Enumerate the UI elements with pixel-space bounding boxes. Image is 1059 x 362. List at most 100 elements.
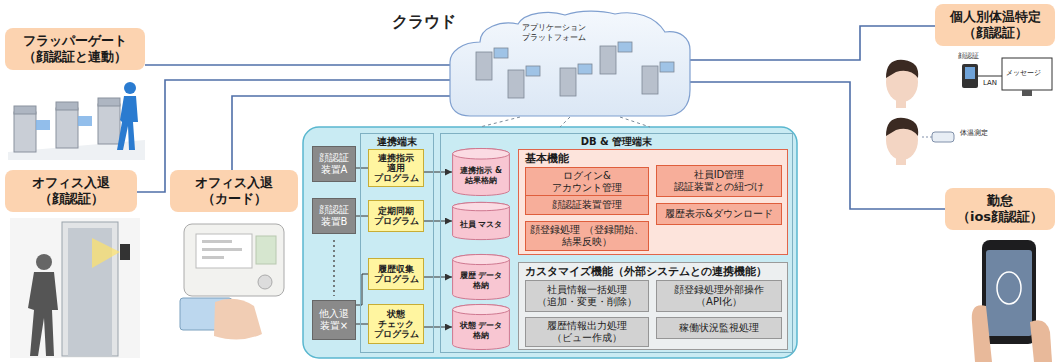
custom-function-box: 履歴情報出力処理 （ビュー作成）: [525, 317, 649, 347]
illustration-label: 体温測定: [960, 129, 988, 137]
person-head: [36, 254, 52, 270]
gate-top: [98, 98, 120, 106]
continuation-dots: [333, 240, 335, 296]
face-device-screen: [965, 67, 975, 79]
custom-function-box: 顔登録処理外部操作 （API化）: [656, 280, 782, 312]
category-label: オフィス入退 （カード）: [170, 170, 298, 212]
dashed-link: [620, 117, 650, 127]
database-cylinder: 連携指示 & 結果格納: [452, 148, 510, 196]
program-box: 定期同期 プログラム: [368, 200, 424, 232]
thermometer: [932, 132, 954, 142]
cylinder-outline: [453, 304, 510, 349]
cylinder-outline: [453, 254, 510, 264]
reader-body: [184, 224, 284, 296]
illustration-label: メッセージ: [1006, 69, 1041, 77]
node-text: 状態 データ 格納: [454, 321, 508, 340]
node-text: フラッパーゲート （顔認証と連動）: [9, 33, 141, 64]
node-text: ログイン&アカウント管理: [529, 170, 645, 194]
node-text: 顔登録処理外部操作 （API化）: [660, 284, 778, 308]
function-group: カスタマイズ機能（外部システムとの連携機能）社員情報一括処理 （追加・変更・削除…: [518, 262, 788, 350]
node-text: 社員 マスタ: [460, 220, 503, 230]
hand: [214, 299, 262, 340]
cylinder-outline: [453, 304, 510, 314]
server: [476, 52, 492, 80]
custom-function-box: 社員情報一括処理 （追加・変更・削除）: [525, 280, 649, 312]
node-text: 顔認証装置管理: [552, 199, 622, 211]
illustration-label: LAN: [983, 79, 997, 87]
screen-line: [202, 240, 232, 243]
flapper-gate-illustration: [8, 82, 145, 160]
phone-body: [982, 240, 1036, 344]
node-text: 連携指示 適用 プログラム: [371, 153, 421, 184]
node-text: 社員ID管理 認証装置との紐づけ: [660, 169, 778, 193]
cloud-heading: クラウド: [392, 12, 456, 31]
temperature-illustration: [886, 58, 1052, 165]
node-text: 顔認証 装置A: [315, 152, 353, 176]
category-label: 個人別体温特定 （顔認証）: [935, 4, 1055, 46]
card-reader-illustration: [180, 224, 284, 340]
face-reader: [120, 244, 130, 260]
node-text: オフィス入退 （顔認証）: [9, 175, 133, 206]
function-box: 顔登録処理 （登録開始、結果反映）: [525, 221, 649, 251]
node-text: 基本機能: [525, 152, 569, 165]
person-head: [124, 82, 136, 94]
person-body: [117, 96, 138, 150]
gate-top: [14, 106, 36, 114]
server-monitor: [494, 48, 508, 58]
gate-flap: [78, 116, 92, 126]
cloud-to-panel-dashes: [480, 117, 650, 127]
function-group: 基本機能ログイン&アカウント管理社員ID管理 認証装置との紐づけ顔認証装置管理 履…: [518, 149, 788, 255]
cylinder-outline: [453, 202, 510, 210]
category-label: フラッパーゲート （顔認証と連動）: [5, 28, 145, 70]
wall: [10, 218, 140, 358]
node-text: 勤怠 （ios顔認証）: [949, 193, 1051, 224]
node-text: 稼働状況監視処理: [679, 322, 759, 334]
server: [508, 70, 524, 98]
connector-line: [690, 26, 935, 60]
cylinder-outline: [453, 202, 510, 239]
hair: [886, 60, 918, 78]
node-text: 履歴収集 プログラム: [371, 264, 421, 284]
gate-top: [56, 102, 78, 110]
dashed-link: [560, 117, 570, 127]
terminal-region: 連携端末連携指示 適用 プログラム定期同期 プログラム履歴収集 プログラム状態 …: [360, 133, 434, 353]
gate-cabinet: [98, 104, 120, 144]
node-text: オフィス入退 （カード）: [174, 175, 294, 206]
cloud-fill: [450, 11, 690, 116]
node-text: 連携端末: [377, 136, 417, 148]
node-text: 履歴情報出力処理 （ビュー作成）: [529, 320, 645, 344]
monitor: [1002, 58, 1052, 90]
node-text: 社員情報一括処理 （追加・変更・削除）: [529, 284, 645, 308]
node-text: DB & 管理端末: [581, 136, 653, 148]
cylinder-outline: [453, 148, 510, 159]
platform-text: アプリケーション プラットフォーム: [522, 23, 588, 42]
database-cylinder: 状態 データ 格納: [452, 304, 510, 350]
device-dots: [334, 240, 335, 296]
function-box: 社員ID管理 認証装置との紐づけ: [656, 165, 782, 197]
neck: [896, 158, 906, 165]
server: [600, 46, 616, 74]
phone-illustration: [972, 240, 1052, 362]
server: [560, 68, 576, 96]
phone-screen: [986, 250, 1032, 336]
db-region: DB & 管理端末連携指示 & 結果格納社員 マスタ履歴 データ 格納状態 デー…: [440, 133, 793, 353]
device-box: 他入退 装置×: [312, 300, 356, 340]
node-text: 履歴 データ 格納: [454, 271, 508, 290]
connector-line: [356, 216, 368, 217]
hair: [886, 118, 918, 136]
node-text: 連携指示 & 結果格納: [454, 166, 508, 185]
thumb: [1030, 320, 1052, 362]
screen-line: [202, 248, 242, 251]
node-text: 個人別体温特定 （顔認証）: [939, 9, 1051, 40]
function-box: 履歴表示&ダウンロード: [656, 203, 782, 225]
device-box: 顔認証 装置B: [312, 198, 356, 234]
face-frame: [997, 272, 1021, 304]
cloud-outline: [450, 11, 690, 116]
database-cylinder: 履歴 データ 格納: [452, 254, 510, 300]
cylinder-outline: [453, 148, 510, 195]
node-text: 状態 チェック プログラム: [371, 309, 421, 340]
dashed-link: [480, 117, 520, 127]
server-monitor: [526, 66, 540, 76]
function-box: ログイン&アカウント管理: [525, 167, 649, 197]
program-box: 連携指示 適用 プログラム: [368, 149, 424, 187]
